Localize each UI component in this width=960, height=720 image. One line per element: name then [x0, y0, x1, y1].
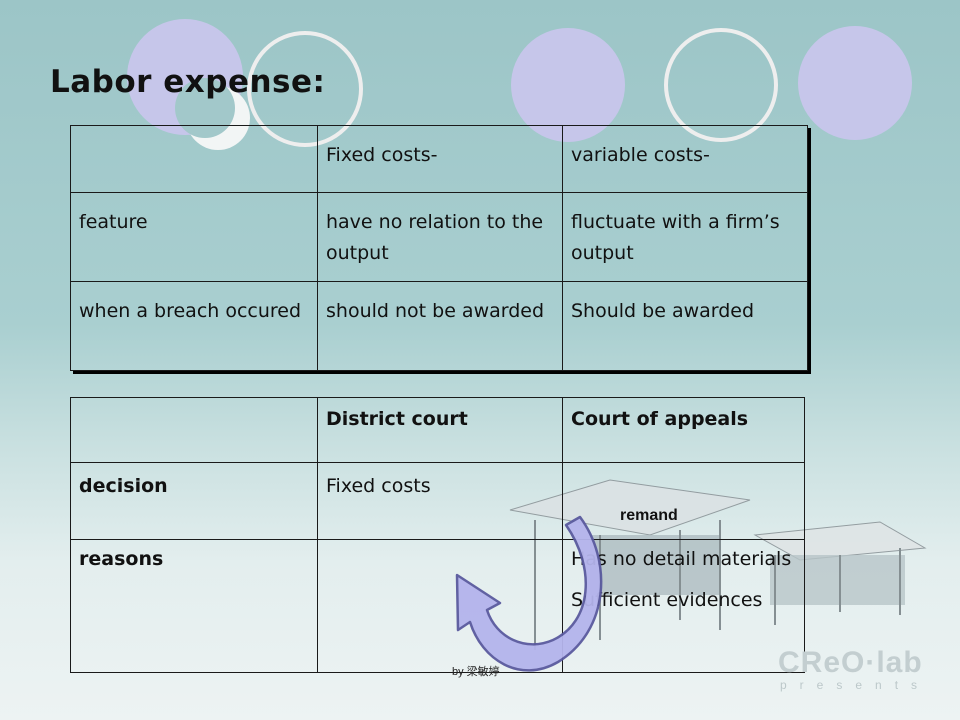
cell-variable-feature: fluctuate with a firm’s output	[562, 192, 808, 282]
creo-lab-logo: CReO·lab	[778, 646, 923, 679]
row-label-feature: feature	[70, 192, 318, 282]
header-cell-empty	[70, 397, 318, 463]
cell-fixed-breach: should not be awarded	[317, 281, 563, 371]
header-fixed-costs: Fixed costs-	[317, 125, 563, 193]
row-label-reasons: reasons	[70, 539, 318, 673]
decor-circle	[511, 28, 625, 142]
table-header-row: District court Court of appeals	[70, 397, 805, 463]
court-comparison-table: District court Court of appeals decision…	[70, 397, 805, 673]
cell-district-decision: Fixed costs	[317, 462, 563, 540]
table-row: decision Fixed costs	[70, 462, 805, 540]
table-row: reasons Has no detail materials Sufficie…	[70, 539, 805, 673]
row-label-breach: when a breach occured	[70, 281, 318, 371]
table-row: when a breach occured should not be awar…	[70, 281, 808, 371]
cell-appeals-decision	[562, 462, 805, 540]
cell-appeals-reasons: Has no detail materials Sufficient evide…	[562, 539, 805, 673]
header-district-court: District court	[317, 397, 563, 463]
cost-comparison-table: Fixed costs- variable costs- feature hav…	[70, 125, 808, 371]
author-credit: by 梁敏婷	[452, 666, 500, 678]
slide-title: Labor expense:	[50, 64, 326, 100]
cell-fixed-feature: have no relation to the output	[317, 192, 563, 282]
cell-variable-breach: Should be awarded	[562, 281, 808, 371]
appeals-reason-2: Sufficient evidences	[571, 589, 763, 611]
table-row: feature have no relation to the output f…	[70, 192, 808, 282]
header-variable-costs: variable costs-	[562, 125, 808, 193]
remand-label: remand	[620, 507, 678, 524]
header-court-of-appeals: Court of appeals	[562, 397, 805, 463]
decor-circle	[798, 26, 912, 140]
curved-arrow-icon	[455, 515, 603, 672]
appeals-reason-1: Has no detail materials	[571, 548, 792, 570]
table-header-row: Fixed costs- variable costs-	[70, 125, 808, 193]
logo-tagline: presents	[780, 678, 931, 692]
